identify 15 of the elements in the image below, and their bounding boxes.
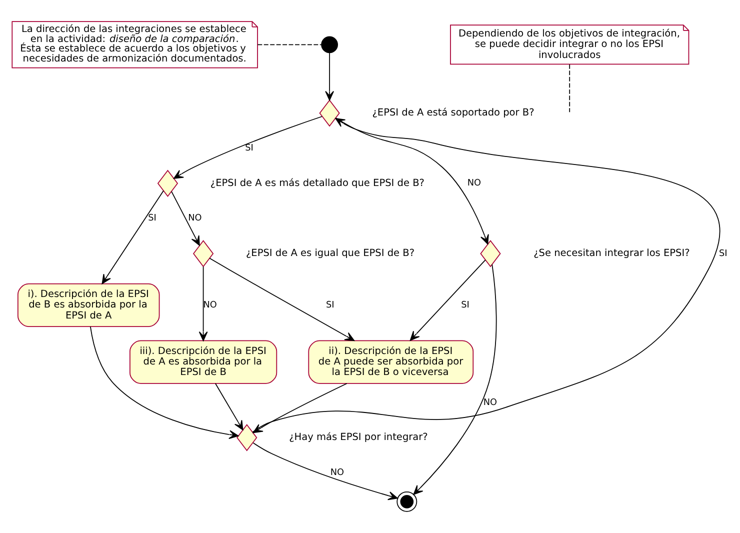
- node-label: ¿EPSI de A está soportado por B?: [372, 108, 534, 119]
- edge-label: SI: [245, 143, 254, 154]
- edge-label: NO: [467, 178, 481, 189]
- node-label: ¿EPSI de A es más detallado que EPSI de B?: [210, 178, 424, 189]
- edge-label: SI: [461, 300, 470, 310]
- edge-label: SI: [718, 248, 728, 259]
- edge-label: SI: [326, 300, 334, 310]
- edge-label: NO: [188, 214, 202, 224]
- node-label: ¿Se necesitan integrar los EPSI?: [534, 248, 690, 260]
- edge-label: SI: [148, 214, 156, 224]
- node-label: ¿Hay más EPSI por integrar?: [289, 432, 428, 444]
- edge-label: NO: [203, 300, 217, 310]
- node-label: ¿EPSI de A es igual que EPSI de B?: [246, 248, 415, 260]
- edge-label: NO: [483, 398, 497, 408]
- edge-label: NO: [330, 468, 344, 478]
